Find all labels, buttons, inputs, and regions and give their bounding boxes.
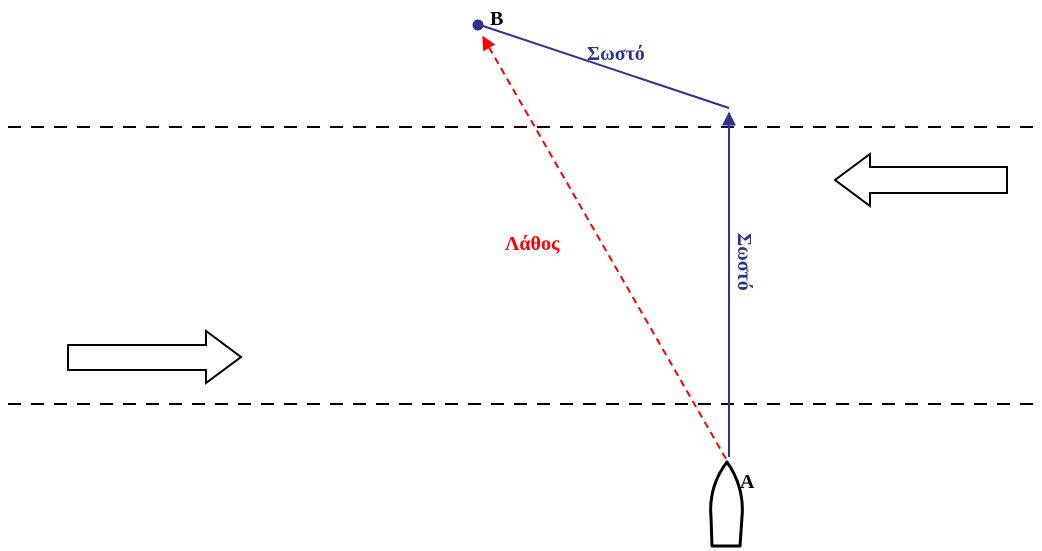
correct-vertical-label: Σωστό — [733, 233, 755, 291]
correct-top-label: Σωστό — [587, 43, 645, 65]
wrong-path-diagonal — [482, 35, 727, 460]
traffic-right-icon — [67, 329, 243, 385]
point-a-label: A — [740, 471, 755, 493]
boat-icon — [709, 460, 744, 548]
wrong-path-label: Λάθος — [505, 233, 560, 255]
point-b-label: B — [490, 8, 503, 30]
correct-path-to-b — [482, 25, 730, 109]
point-b-marker — [472, 19, 484, 31]
traffic-left-icon — [833, 152, 1008, 208]
